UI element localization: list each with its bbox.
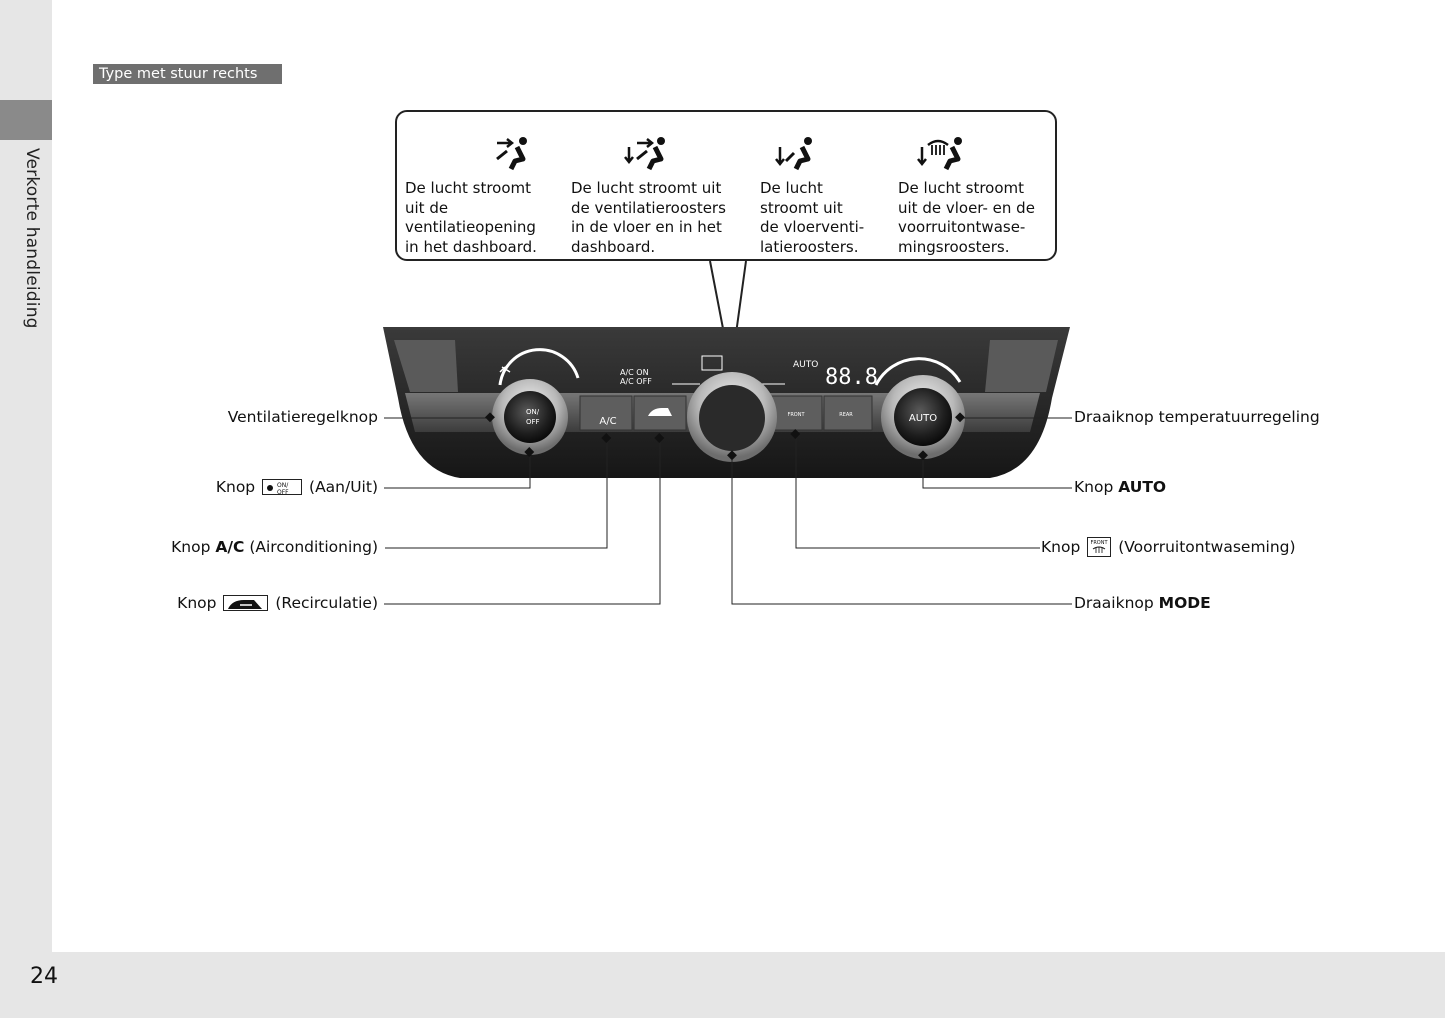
svg-text:ON/: ON/ (277, 482, 289, 489)
knob-on-label: ON/ (526, 408, 540, 416)
mode-knob-center (699, 385, 765, 451)
mode-face-vent: De lucht stroomt uit de ventilatieopenin… (405, 135, 543, 257)
left-trim (394, 340, 458, 392)
temp-scale-arc (874, 357, 962, 386)
side-tab-marker (0, 100, 52, 140)
mode-text: De lucht stroomt uit de ventilatierooste… (571, 179, 726, 256)
label-prefix: Draaiknop (1074, 594, 1154, 612)
ac-button-label: A/C (599, 416, 616, 427)
mode-text: De lucht stroomt uit de vloerventi- lati… (760, 179, 865, 256)
auto-knob-label: AUTO (909, 413, 937, 424)
label-suffix: (Aan/Uit) (309, 478, 378, 496)
ac-button[interactable] (579, 395, 633, 431)
ac-off-indicator: A/C OFF (620, 377, 652, 386)
label-suffix: (Airconditioning) (249, 538, 378, 556)
label-bold: AUTO (1118, 478, 1167, 496)
svg-text:FRONT: FRONT (1091, 540, 1109, 546)
mode-floor: De lucht stroomt uit de vloerventi- lati… (760, 135, 864, 257)
front-label: FRONT (787, 412, 805, 418)
auto-button[interactable] (894, 388, 952, 446)
svg-text:OFF: OFF (277, 489, 289, 495)
front-defrost-button[interactable] (769, 395, 823, 431)
section-side-title: Verkorte handleiding (22, 148, 42, 329)
type-badge: Type met stuur rechts (93, 64, 282, 84)
label-prefix: Knop (171, 538, 211, 556)
label-ac-button: Knop A/C (Airconditioning) (171, 537, 378, 557)
footer-bar (0, 952, 1445, 1018)
airflow-modes-callout (395, 110, 1057, 261)
label-suffix: (Voorruitontwaseming) (1118, 538, 1296, 556)
label-onoff-button: Knop ON/OFF (Aan/Uit) (216, 477, 378, 497)
label-suffix: (Recirculatie) (275, 594, 378, 612)
onoff-button[interactable] (504, 391, 556, 443)
label-text: Ventilatieregelknop (227, 408, 378, 426)
mode-floor-defrost: De lucht stroomt uit de vloer- en de voo… (898, 135, 1035, 257)
rear-label: REAR (839, 412, 853, 418)
label-prefix: Knop (177, 594, 217, 612)
mode-text: De lucht stroomt uit de ventilatieopenin… (405, 179, 537, 256)
side-bar (0, 0, 52, 1018)
front-defrost-inline-icon: FRONT (1087, 536, 1112, 557)
fan-scale-arc (498, 348, 580, 386)
label-prefix: Knop (215, 478, 256, 496)
label-text: Draaiknop temperatuurregeling (1074, 408, 1320, 426)
label-prefix: Knop (1074, 478, 1114, 496)
face-vent-icon (496, 137, 527, 171)
page-number: 24 (30, 964, 58, 989)
label-front-defrost-button: Knop FRONT (Voorruitontwaseming) (1041, 536, 1296, 558)
label-bold: A/C (215, 538, 245, 556)
temperature-display: 88.8 (825, 365, 878, 390)
label-fan-control: Ventilatieregelknop (228, 407, 378, 427)
floor-defrost-vent-icon (917, 137, 962, 171)
label-bold: MODE (1158, 594, 1211, 612)
auto-indicator: AUTO (793, 360, 818, 370)
leader-lines (384, 417, 1072, 605)
recirculation-inline-icon (223, 594, 269, 611)
ac-on-indicator: A/C ON (620, 368, 649, 377)
right-trim (985, 340, 1058, 392)
bi-level-vent-icon (624, 137, 665, 171)
label-temperature-knob: Draaiknop temperatuurregeling (1074, 407, 1320, 427)
selected-mode-indicator (701, 355, 723, 371)
onoff-inline-icon: ON/OFF (262, 478, 303, 496)
floor-vent-icon (775, 137, 812, 171)
label-recirculation-button: Knop (Recirculatie) (177, 593, 378, 613)
label-prefix: Knop (1041, 538, 1081, 556)
knob-off-label: OFF (526, 418, 540, 426)
label-mode-knob: Draaiknop MODE (1074, 593, 1211, 613)
mode-text: De lucht stroomt uit de vloer- en de voo… (898, 179, 1035, 256)
rear-defrost-button[interactable] (823, 395, 873, 431)
recirculation-icon (648, 408, 672, 416)
mode-bi-level: De lucht stroomt uit de ventilatierooste… (571, 135, 726, 257)
label-auto-button: Knop AUTO (1074, 477, 1166, 497)
